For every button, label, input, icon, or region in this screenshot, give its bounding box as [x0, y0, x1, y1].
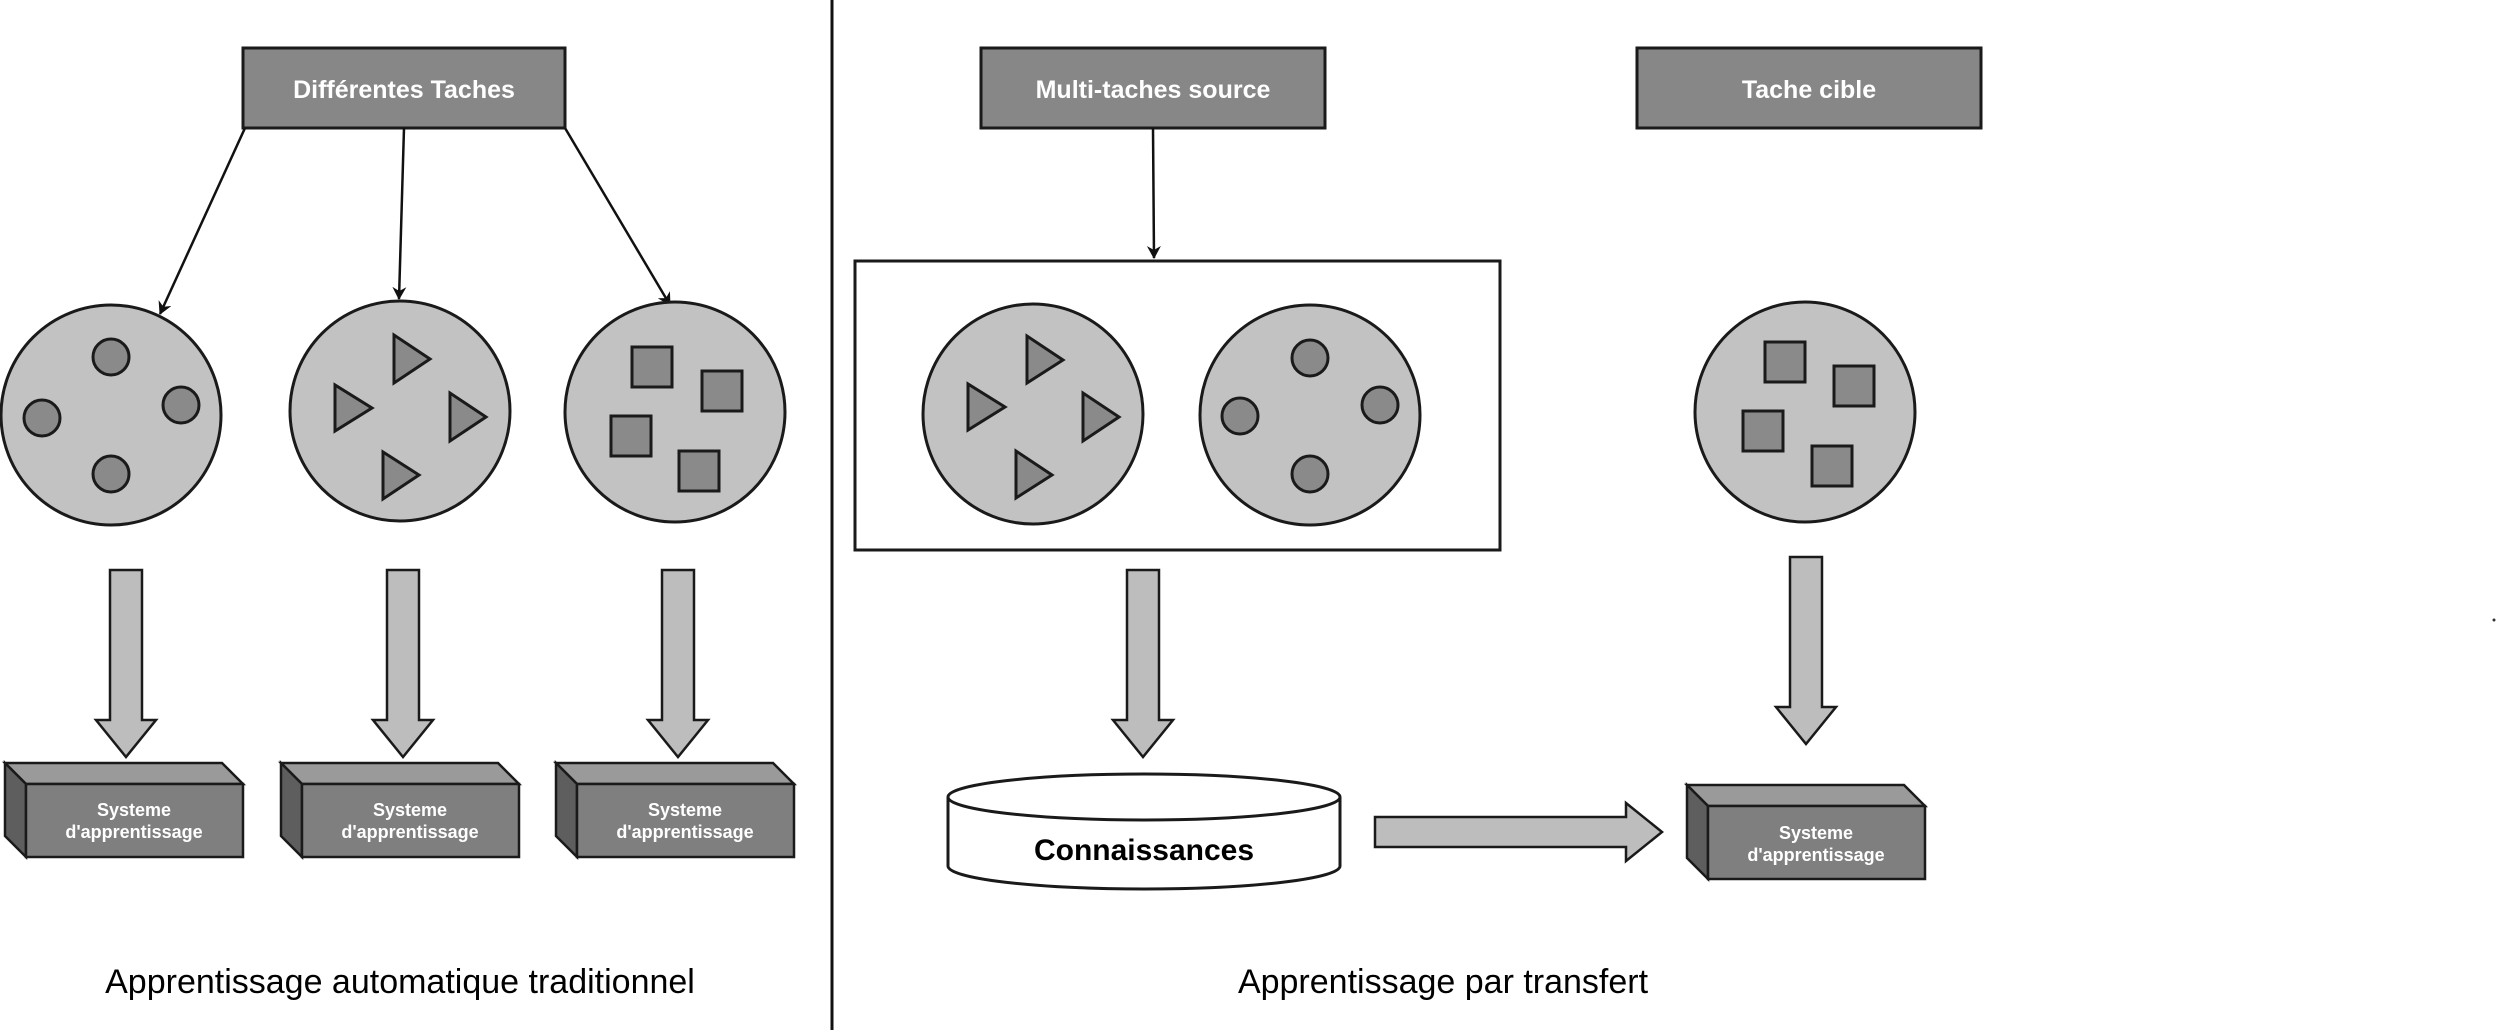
left-header: Différentes Taches — [241, 46, 567, 130]
triangle-icon — [333, 332, 489, 502]
system-label-line2: d'apprentissage — [341, 822, 478, 842]
target-header: Tache cible — [1635, 46, 1983, 130]
down-block-arrow — [645, 568, 711, 759]
learning-system-box: Systeme d'apprentissage — [277, 759, 523, 861]
left-block-arrows — [93, 568, 711, 759]
task-pool-triangles — [288, 299, 512, 523]
source-header: Multi-taches source — [979, 46, 1327, 130]
connector-arrow — [563, 127, 672, 306]
left-connectors — [158, 127, 672, 315]
triangle-icon — [966, 333, 1122, 501]
learning-system-box: Systeme d'apprentissage — [1, 759, 247, 861]
target-task-pool-squares — [1693, 300, 1917, 524]
circle-icon — [1220, 338, 1400, 494]
system-label-line1: Systeme — [373, 800, 447, 820]
task-pool-triangles — [921, 302, 1145, 526]
connector-arrow — [1146, 127, 1161, 259]
source-task-group — [853, 259, 1502, 552]
connector-arrow — [158, 127, 247, 315]
down-block-arrow — [93, 568, 159, 759]
down-block-arrow — [1110, 568, 1176, 759]
task-pool-squares — [563, 300, 787, 524]
system-label-line2: d'apprentissage — [1747, 845, 1884, 865]
right-caption: Apprentissage par transfert — [1238, 963, 1649, 1001]
right-block-arrows — [1110, 555, 1839, 864]
task-pool-circles — [1198, 303, 1422, 527]
left-caption: Apprentissage automatique traditionnel — [105, 963, 695, 1001]
down-block-arrow — [370, 568, 436, 759]
knowledge-store: Connaissances — [946, 772, 1342, 891]
target-header-label: Tache cible — [1742, 76, 1876, 104]
square-icon — [1741, 340, 1876, 488]
target-learning-system-box: Systeme d'apprentissage — [1683, 781, 1929, 883]
circle-icon — [22, 337, 201, 494]
square-icon — [609, 345, 744, 493]
system-label-line1: Systeme — [1779, 823, 1853, 843]
system-label-line2: d'apprentissage — [65, 822, 202, 842]
knowledge-label: Connaissances — [1034, 834, 1254, 867]
system-label-line2: d'apprentissage — [616, 822, 753, 842]
system-label-line1: Systeme — [97, 800, 171, 820]
left-header-label: Différentes Taches — [293, 76, 515, 104]
source-header-label: Multi-taches source — [1036, 76, 1271, 104]
stray-dot — [2492, 618, 2496, 622]
connector-arrow — [392, 127, 407, 300]
transfer-block-arrow — [1373, 800, 1664, 864]
down-block-arrow — [1773, 555, 1839, 746]
system-label-line1: Systeme — [648, 800, 722, 820]
task-pool-circles — [0, 303, 223, 527]
learning-system-box: Systeme d'apprentissage — [552, 759, 798, 861]
